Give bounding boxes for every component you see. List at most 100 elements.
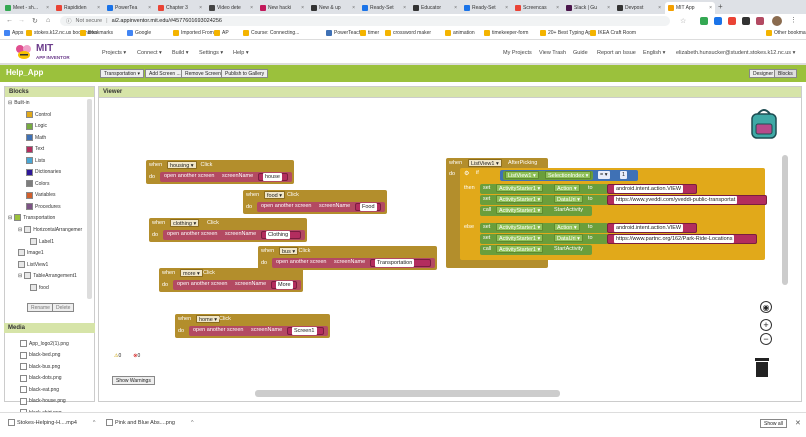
builtin-item-dictionaries[interactable]: Dictionaries [26,168,61,176]
my-projects-link[interactable]: My Projects [503,50,532,56]
component-item[interactable]: Image1 [18,249,44,256]
guide-link[interactable]: Guide [573,50,588,56]
tab-close-icon[interactable]: × [301,5,304,11]
bookmark-item[interactable]: Imported From IE [173,30,220,36]
bookmark-item[interactable]: IKEA Craft Room [590,30,636,36]
builtin-item-lists[interactable]: Lists [26,157,45,164]
url-field[interactable]: ⓘ Not secure | ai2.appinventor.mit.edu/#… [60,16,670,26]
tab-close-icon[interactable]: × [46,5,49,11]
component-dropdown[interactable]: ListView1 ▾ [468,159,502,167]
screen-name-value[interactable]: More [276,281,293,289]
media-item[interactable]: App_logo2(1).png [20,340,69,347]
text-block[interactable]: Food [355,203,381,211]
trash-icon[interactable] [754,356,770,378]
center-icon[interactable]: ◉ [760,301,772,313]
text-block[interactable]: house [258,173,288,181]
browser-tab[interactable]: Slack | Gu× [563,2,613,14]
tab-close-icon[interactable]: × [607,5,610,11]
browser-tab[interactable]: Ready-Set× [359,2,409,14]
component-item[interactable]: ⊟HorizontalArrangemer [18,226,82,233]
text-block[interactable]: android.intent.action.VIEW [607,184,697,194]
language-menu[interactable]: English ▾ [643,50,666,56]
media-item[interactable]: black-bus.png [20,363,60,370]
selection-index-getter[interactable]: ListView1 ▾ SelectionIndex ▾ [503,171,593,180]
bookmark-item[interactable]: 20+ Best Typing Ap... [540,30,595,36]
bookmark-item[interactable]: stokes.k12.nc.us bookmarks [26,30,97,36]
bookmark-item[interactable]: Apps [4,30,23,36]
screen-selector[interactable]: Transportation ▾ [100,69,144,78]
tab-close-icon[interactable]: × [199,5,202,11]
browser-tab[interactable]: New hacki× [257,2,307,14]
text-block[interactable]: android.intent.action.VIEW [607,223,697,233]
component-item[interactable]: ⊟TableArrangement1 [18,272,77,279]
download-item[interactable]: Pink and Blue Abs....png^ [106,419,194,426]
bookmark-item[interactable]: Bookmarks [80,30,113,36]
property-dropdown[interactable]: SelectionIndex ▾ [545,171,592,179]
component-item[interactable]: ListView1 [18,261,48,268]
text-block[interactable]: https://www.yveddi.com/yveddi-public-tra… [607,195,767,205]
tab-close-icon[interactable]: × [148,5,151,11]
property-dropdown[interactable]: Action ▾ [554,223,580,231]
tab-close-icon[interactable]: × [454,5,457,11]
component-dropdown[interactable]: ActivityStarter1 ▾ [496,234,544,242]
menu-settings[interactable]: Settings ▾ [199,50,224,56]
text-value[interactable]: android.intent.action.VIEW [614,224,684,232]
menu-build[interactable]: Build ▾ [172,50,189,56]
screen-name-value[interactable]: Clothing [266,231,291,239]
bookmark-item[interactable]: Google [127,30,151,36]
tab-close-icon[interactable]: × [556,5,559,11]
menu-help[interactable]: Help ▾ [233,50,249,56]
show-warnings-button[interactable]: Show Warnings [112,376,155,385]
profile-avatar[interactable] [772,16,782,26]
browser-tab[interactable]: Video dete× [206,2,256,14]
component-dropdown[interactable]: ListView1 ▾ [505,171,539,179]
text-value[interactable]: https://www.yveddi.com/yveddi-public-tra… [614,196,738,204]
text-value[interactable]: https://www.partnc.org/162/Park-Ride-Loc… [614,235,735,243]
number-value[interactable]: 1 [620,171,628,179]
screen-node[interactable]: ⊟Transportation [8,214,56,221]
tab-close-icon[interactable]: × [250,5,253,11]
builtin-item-math[interactable]: Math [26,134,46,141]
builtin-item-colors[interactable]: Colors [26,180,49,187]
horizontal-scrollbar[interactable] [255,390,560,397]
extension-icon[interactable] [714,17,722,25]
browser-tab[interactable]: Devpost× [614,2,664,14]
text-value[interactable]: android.intent.action.VIEW [614,185,684,193]
chevron-up-icon[interactable]: ^ [190,419,194,426]
property-dropdown[interactable]: Action ▾ [554,184,580,192]
media-item[interactable]: black-bed.png [20,351,60,359]
text-block[interactable]: More [271,281,297,289]
component-dropdown[interactable]: ActivityStarter1 ▾ [496,223,544,231]
media-item[interactable]: black-dots.png [20,374,62,382]
delete-button[interactable]: Delete [52,303,75,312]
account-menu[interactable]: elizabeth.hunsucker@student.stokes.k12.n… [676,50,796,56]
back-arrow-icon[interactable]: ← [6,17,13,24]
property-dropdown[interactable]: DataUri ▾ [554,195,583,203]
browser-tab[interactable]: Screencas× [512,2,562,14]
builtin-item-control[interactable]: Control [26,111,51,118]
component-dropdown[interactable]: ActivityStarter1 ▾ [496,206,544,214]
extension-icon[interactable] [742,17,750,25]
menu-projects[interactable]: Projects ▾ [102,50,127,56]
screen-name-value[interactable]: Food [360,203,377,211]
bookmark-item[interactable]: Course: Connecting... [243,30,299,36]
vertical-scrollbar[interactable] [782,155,788,285]
bookmark-item[interactable]: AP [214,30,229,36]
component-dropdown[interactable]: ActivityStarter1 ▾ [496,245,544,253]
component-item[interactable]: Label1 [30,238,54,245]
blocks-button[interactable]: Blocks [774,69,797,78]
browser-tab[interactable]: Ready-Set× [461,2,511,14]
